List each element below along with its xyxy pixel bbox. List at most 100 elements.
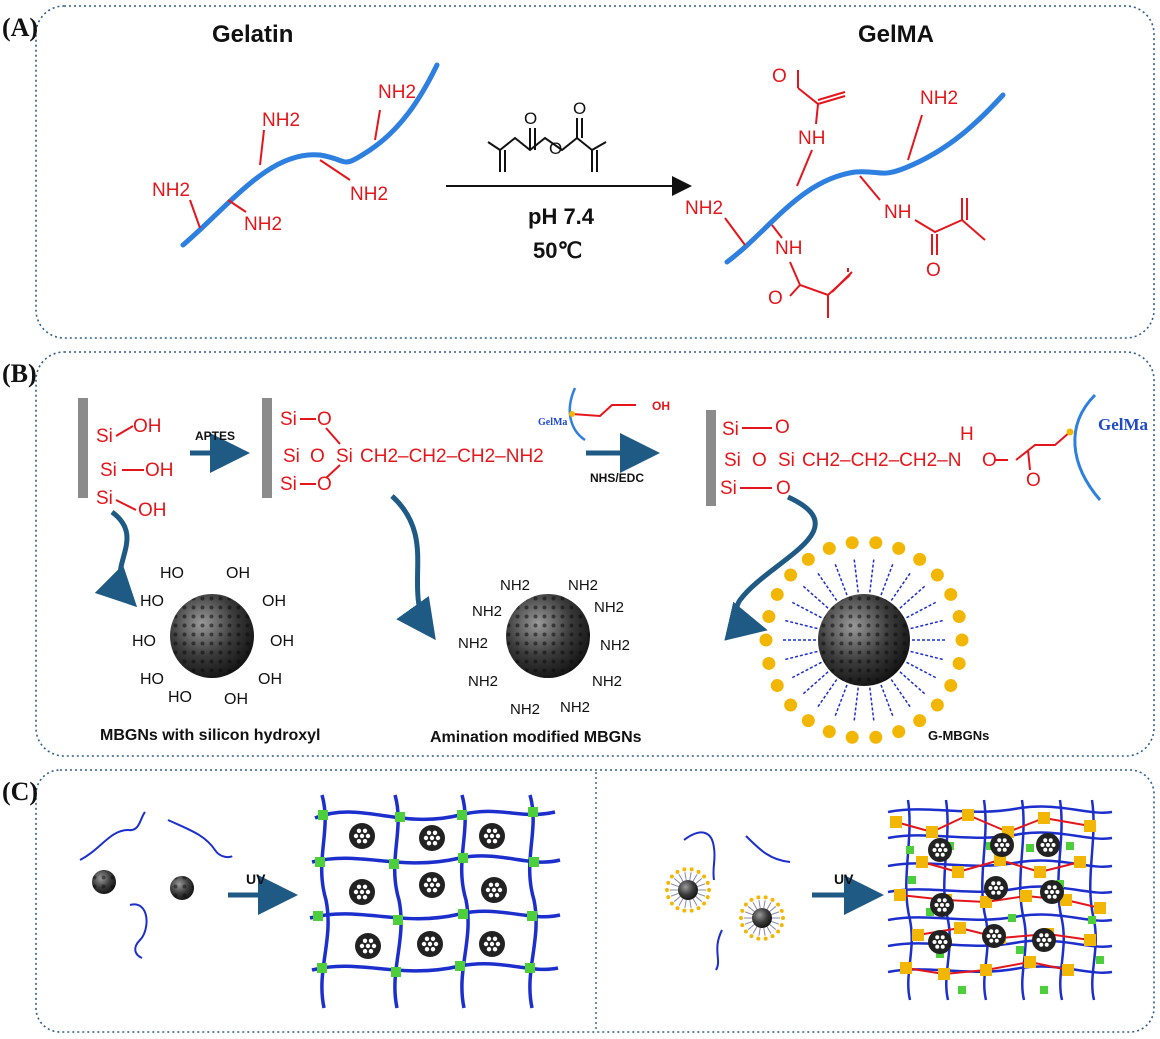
svg-text:O: O [772, 66, 787, 87]
crosslink-node [313, 911, 323, 921]
svg-text:NH2: NH2 [500, 577, 530, 594]
gelma-bead [892, 541, 906, 555]
amide-group: NH [775, 238, 802, 259]
gelma-bead [912, 929, 924, 941]
gelma-bead [1074, 856, 1086, 868]
curved-arrow-2 [390, 494, 436, 641]
nhs-edc-reagent: NHS/EDC [590, 471, 644, 485]
amine-chain: CH2–CH2–CH2–NH2 [360, 446, 544, 467]
crosslink-node [908, 876, 916, 884]
crosslink-node [958, 986, 966, 994]
si-label: Si [724, 450, 741, 471]
si-label: Si [720, 478, 737, 499]
g-mbgn-particle [739, 895, 785, 941]
gelma-bead [784, 698, 798, 712]
crosslink-node [389, 859, 399, 869]
crosslink-node [1016, 946, 1024, 954]
gelatin-chain [180, 62, 440, 248]
gelma-bead [822, 541, 836, 555]
crosslink-node [1088, 916, 1096, 924]
methacrylic-anhydride-structure [487, 118, 607, 172]
crosslink-node [455, 961, 465, 971]
si-label: Si [280, 409, 297, 430]
svg-text:NH2: NH2 [510, 701, 540, 718]
svg-text:O: O [1026, 470, 1041, 491]
gelma-bead [894, 889, 906, 901]
crosslink-node [391, 967, 401, 977]
condition-ph: pH 7.4 [528, 204, 595, 229]
gelma-bead [784, 568, 798, 582]
gelma-bead [892, 725, 906, 739]
gelma-label-large: GelMa [1098, 415, 1149, 434]
svg-text:NH2: NH2 [560, 699, 590, 716]
crosslink-node [458, 853, 468, 863]
ester-chain: CH2–CH2–CH2–N [802, 450, 961, 471]
si-label: Si [778, 450, 795, 471]
gelma-bead [916, 856, 928, 868]
gelma-bead [926, 826, 938, 838]
curved-arrow-3 [724, 494, 818, 641]
gelma-bead [952, 656, 966, 670]
gelma-bead [801, 552, 815, 566]
gelma-bead [944, 587, 958, 601]
gelma-bead [1034, 866, 1046, 878]
silica-surface-bar [706, 410, 716, 506]
svg-text:NH2: NH2 [468, 673, 498, 690]
crosslink-node [318, 810, 328, 820]
amine-group: NH2 [920, 88, 958, 109]
gelma-label-small: GelMa [538, 417, 567, 428]
gelma-bead [913, 714, 927, 728]
si-label: Si [722, 419, 739, 440]
svg-text:O: O [310, 446, 325, 467]
aminated-mbgn-sphere [506, 594, 590, 678]
gelma-bead [962, 809, 974, 821]
crosslink-node [458, 909, 468, 919]
g-mbgn-particle [665, 867, 711, 913]
condition-temperature: 50℃ [533, 238, 582, 263]
svg-text:HO: HO [160, 565, 184, 582]
amine-group: NH2 [350, 184, 388, 205]
crosslink-node [393, 915, 403, 925]
gelma-bead [770, 587, 784, 601]
gelma-bead [930, 568, 944, 582]
svg-text:NH2: NH2 [600, 637, 630, 654]
ester-h: H [960, 424, 974, 445]
svg-text:OH: OH [224, 691, 248, 708]
amide-group: NH [884, 202, 911, 223]
svg-text:O: O [524, 109, 537, 128]
gelma-bead [913, 552, 927, 566]
svg-text:OH: OH [270, 633, 294, 650]
crosslink-node [1096, 956, 1104, 964]
svg-text:O: O [768, 288, 783, 309]
svg-text:NH2: NH2 [592, 673, 622, 690]
si-label: Si [100, 460, 117, 481]
curved-arrow-1 [94, 509, 138, 608]
oh-small: OH [652, 399, 670, 413]
amine-group: NH2 [685, 198, 723, 219]
crosslink-node [457, 810, 467, 820]
caption-gmbgn: G-MBGNs [928, 728, 989, 743]
gelma-bead [759, 633, 773, 647]
si-label: Si [96, 426, 113, 447]
gelatin-title: Gelatin [212, 21, 293, 48]
si-label: Si [336, 446, 353, 467]
svg-text:O: O [776, 478, 791, 499]
gelma-bead [845, 536, 859, 550]
svg-text:NH2: NH2 [458, 635, 488, 652]
crosslink-node [529, 857, 539, 867]
amine-group: NH2 [244, 214, 282, 235]
crosslink-node [528, 807, 538, 817]
crosslink-node [1008, 914, 1016, 922]
mbgn-particle [92, 870, 116, 894]
si-label: Si [96, 488, 113, 509]
gelma-bead [954, 922, 966, 934]
oh-label: OH [145, 460, 174, 481]
gelma-bead [952, 610, 966, 624]
gelma-bead [1038, 812, 1050, 824]
gelma-bead [944, 679, 958, 693]
si-label: Si [283, 446, 300, 467]
panel-a-border [35, 5, 1155, 339]
oh-label: OH [138, 500, 167, 521]
svg-text:OH: OH [258, 671, 282, 688]
